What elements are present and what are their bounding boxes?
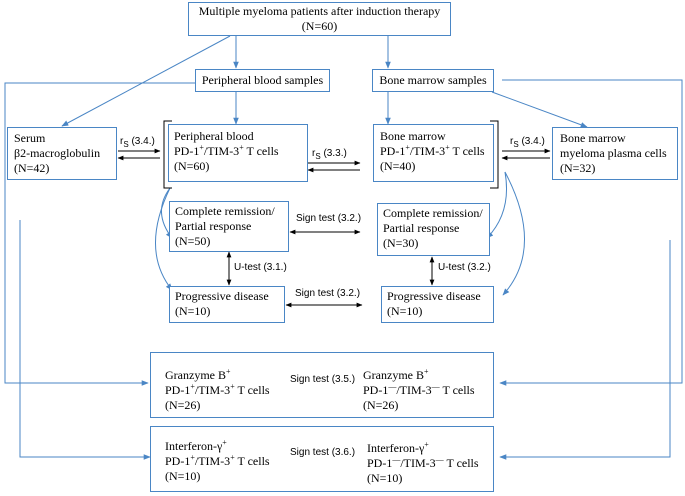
granzyme-left: Granzyme B+ PD-1+/TIM-3+ T cells (N=26) (165, 368, 270, 413)
rs-label-right: rS (3.4.) (510, 136, 545, 149)
pb-cells-line3: (N=60) (174, 159, 210, 173)
serum-line1: Serum (14, 131, 46, 145)
interferon-right-line3: (N=10) (367, 471, 403, 485)
arrow-outer-right-ifn (499, 240, 671, 460)
interferon-right-line2: PD-1—/TIM-3— T cells (367, 455, 479, 471)
interferon-left: Interferon-γ+ PD-1+/TIM-3+ T cells (N=10… (165, 439, 270, 484)
bm-samples-box: Bone marrow samples (372, 69, 494, 92)
cr-right-line1: Complete remission/ (383, 206, 483, 220)
rs-label-middle: rS (3.3.) (312, 148, 347, 161)
pb-cells-line2: PD-1+/TIM-3+ T cells (174, 143, 279, 159)
pd-left-line1: Progressive disease (175, 289, 269, 303)
top-count: (N=60) (301, 19, 338, 33)
pd-right-line1: Progressive disease (387, 289, 481, 303)
granzyme-left-line3: (N=26) (165, 398, 201, 412)
arrow-pb-to-pd-left (155, 187, 173, 291)
pb-cells-box: Peripheral blood PD-1+/TIM-3+ T cells (N… (168, 124, 308, 182)
bm-cells-line1: Bone marrow (380, 129, 446, 143)
arrow-outer-right-gz (499, 79, 683, 386)
top-box: Multiple myeloma patients after inductio… (188, 2, 451, 36)
interferon-left-line2: PD-1+/TIM-3+ T cells (165, 453, 270, 469)
sign-test-pd-label: Sign test (3.2.) (295, 288, 361, 299)
granzyme-right-line1: Granzyme B+ (363, 367, 429, 383)
pd-left-line2: (N=10) (175, 304, 211, 318)
pd-right-line2: (N=10) (387, 304, 423, 318)
cr-left-line2: Partial response (175, 219, 252, 233)
sign-test-interferon-label: Sign test (3.6.) (290, 447, 356, 458)
utest-right-label: U-test (3.2.) (438, 262, 491, 273)
bm-plasma-line1: Bone marrow (560, 131, 626, 145)
cr-right-box: Complete remission/ Partial response (N=… (377, 203, 490, 256)
interferon-left-line1: Interferon-γ+ (165, 438, 227, 454)
cr-left-box: Complete remission/ Partial response (N=… (169, 201, 289, 252)
sign-test-granzyme-label: Sign test (3.5.) (290, 374, 356, 385)
interferon-right-line1: Interferon-γ+ (367, 440, 429, 456)
cr-right-line3: (N=30) (383, 236, 419, 250)
bm-cells-line2: PD-1+/TIM-3+ T cells (380, 143, 485, 159)
arrow-bm-to-pd-right (502, 171, 525, 296)
granzyme-box: Granzyme B+ PD-1+/TIM-3+ T cells (N=26) … (150, 352, 494, 418)
interferon-left-line3: (N=10) (165, 469, 201, 483)
pd-right-box: Progressive disease (N=10) (381, 286, 494, 323)
top-title: Multiple myeloma patients after inductio… (198, 4, 441, 18)
bm-plasma-line3: (N=32) (560, 161, 596, 175)
serum-box: Serum β2-macroglobulin (N=42) (7, 127, 117, 180)
bm-cells-box: Bone marrow PD-1+/TIM-3+ T cells (N=40) (373, 124, 494, 182)
bm-plasma-line2: myeloma plasma cells (560, 146, 667, 160)
granzyme-right-line3: (N=26) (363, 398, 399, 412)
serum-line3: (N=42) (14, 161, 50, 175)
sign-test-cr-label: Sign test (3.2.) (296, 213, 362, 224)
bm-plasma-box: Bone marrow myeloma plasma cells (N=32) (552, 127, 678, 180)
bracket-left (163, 120, 172, 189)
interferon-right: Interferon-γ+ PD-1—/TIM-3— T cells (N=10… (367, 441, 479, 486)
bracket-right (490, 120, 499, 189)
cr-left-line1: Complete remission/ (175, 204, 275, 218)
cr-left-line3: (N=50) (175, 234, 211, 248)
interferon-box: Interferon-γ+ PD-1+/TIM-3+ T cells (N=10… (150, 426, 494, 492)
arrow-top-to-serum (61, 35, 231, 127)
bm-cells-line3: (N=40) (380, 159, 416, 173)
granzyme-left-line2: PD-1+/TIM-3+ T cells (165, 382, 270, 398)
cr-right-line2: Partial response (383, 221, 460, 235)
arrow-outer-left-gz (4, 82, 195, 386)
granzyme-left-line1: Granzyme B+ (165, 367, 231, 383)
arrow-bm-to-plasma (491, 91, 588, 128)
pb-samples-box: Peripheral blood samples (195, 69, 330, 92)
granzyme-right: Granzyme B+ PD-1—/TIM-3— T cells (N=26) (363, 368, 475, 413)
serum-line2: β2-macroglobulin (14, 146, 101, 160)
rs-label-left: rS (3.4.) (120, 136, 155, 149)
granzyme-right-line2: PD-1—/TIM-3— T cells (363, 382, 475, 398)
bm-samples-label: Bone marrow samples (379, 73, 487, 87)
pb-cells-line1: Peripheral blood (174, 129, 254, 143)
arrow-outer-left-ifn (19, 220, 151, 460)
utest-left-label: U-test (3.1.) (234, 262, 287, 273)
pb-samples-label: Peripheral blood samples (201, 73, 324, 87)
pd-left-box: Progressive disease (N=10) (169, 286, 285, 323)
arrow-bm-to-cr-right (486, 171, 508, 239)
